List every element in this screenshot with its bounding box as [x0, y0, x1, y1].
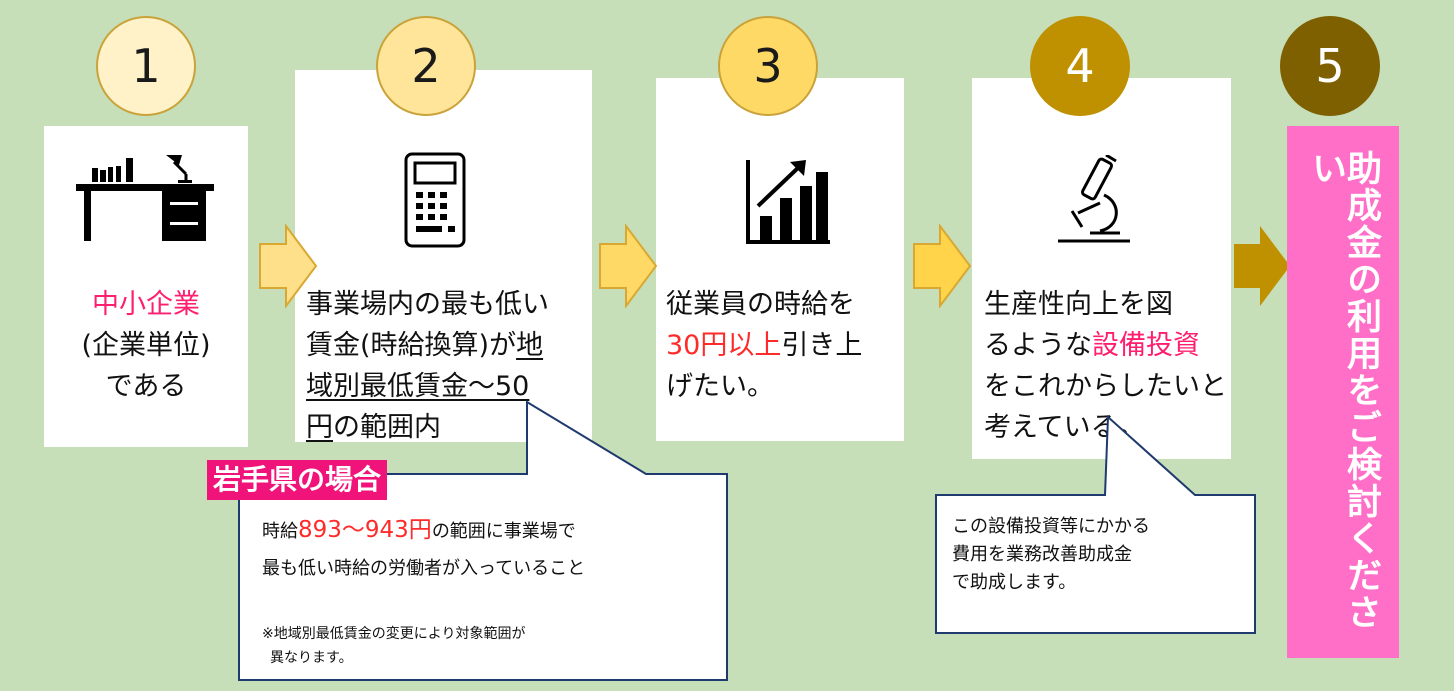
step4-line1: 生産性向上を図	[984, 289, 1173, 320]
step2-line2: 賃金(時給換算)が地	[306, 325, 549, 366]
step2-text: 事業場内の最も低い 賃金(時給換算)が地 域別最低賃金〜50 円の範囲内	[306, 284, 549, 448]
step4-card	[972, 78, 1231, 459]
arrow-4-to-5	[1234, 226, 1290, 306]
step2-line2-b: 地	[516, 330, 544, 361]
step3-line2-b: 引き上	[781, 330, 863, 361]
step1-line1: 中小企業	[92, 289, 200, 320]
iwate-note2: 異なります。	[270, 650, 353, 666]
step3-card	[656, 78, 904, 441]
step2-card	[295, 70, 592, 442]
step3-line2: 30円以上引き上	[666, 325, 862, 366]
final-text: 助成金の利用をご検討ください	[1306, 150, 1381, 631]
iwate-line2: 最も低い時給の労働者が入っていること	[262, 558, 586, 579]
step3-number: 3	[718, 16, 818, 116]
arrow-1-to-2	[259, 224, 318, 308]
arrow-3-to-4	[913, 224, 972, 308]
step2-number: 2	[376, 16, 476, 116]
iwate-line1-c: の範囲に事業場で	[431, 521, 576, 542]
arrow-2-to-3	[599, 224, 658, 308]
step2-line4: 円の範囲内	[306, 407, 549, 448]
step3-line3: げたい。	[666, 371, 774, 402]
step4-number: 4	[1030, 16, 1130, 116]
step1-text: 中小企業 (企業単位) である	[44, 284, 248, 407]
step2-line4-b: の範囲内	[333, 412, 441, 443]
iwate-line1-b: 893〜943円	[298, 517, 432, 543]
step5-number: 5	[1280, 16, 1380, 116]
iwate-line1-a: 時給	[262, 521, 298, 542]
iwate-label: 岩手県の場合	[207, 460, 388, 500]
step2-line1: 事業場内の最も低い	[306, 289, 549, 320]
step4-line2: るような設備投資	[984, 325, 1227, 366]
desk-icon	[76, 155, 214, 241]
iwate-note1: ※地域別最低賃金の変更により対象範囲が	[262, 626, 526, 642]
calculator-icon	[404, 152, 466, 248]
callout4-line3: で助成します。	[952, 572, 1077, 593]
iwate-line1: 時給893〜943円の範囲に事業場で	[262, 516, 576, 546]
step3-line2-a: 30円以上	[666, 330, 782, 361]
step1-number: 1	[96, 16, 196, 116]
microscope-icon	[1058, 155, 1130, 243]
callout4-line2: 費用を業務改善助成金	[952, 544, 1132, 565]
step2-line2-a: 賃金(時給換算)が	[306, 330, 517, 361]
bar-chart-growth-icon	[746, 160, 830, 244]
step1-card	[44, 126, 248, 447]
step2-line3: 域別最低賃金〜50	[306, 371, 530, 402]
step2-line4-a: 円	[306, 412, 333, 443]
step4-line3: をこれからしたいと	[984, 371, 1227, 402]
callout4-line1: この設備投資等にかかる	[952, 516, 1150, 537]
step4-line2-b: 設備投資	[1092, 330, 1200, 361]
step3-text: 従業員の時給を 30円以上引き上 げたい。	[666, 284, 862, 407]
final-call-to-action: 助成金の利用をご検討ください	[1287, 126, 1399, 658]
step1-line2: (企業単位)	[81, 330, 211, 361]
step1-line3: である	[105, 371, 187, 402]
step3-line1: 従業員の時給を	[666, 289, 855, 320]
step4-line2-a: るような	[984, 330, 1092, 361]
